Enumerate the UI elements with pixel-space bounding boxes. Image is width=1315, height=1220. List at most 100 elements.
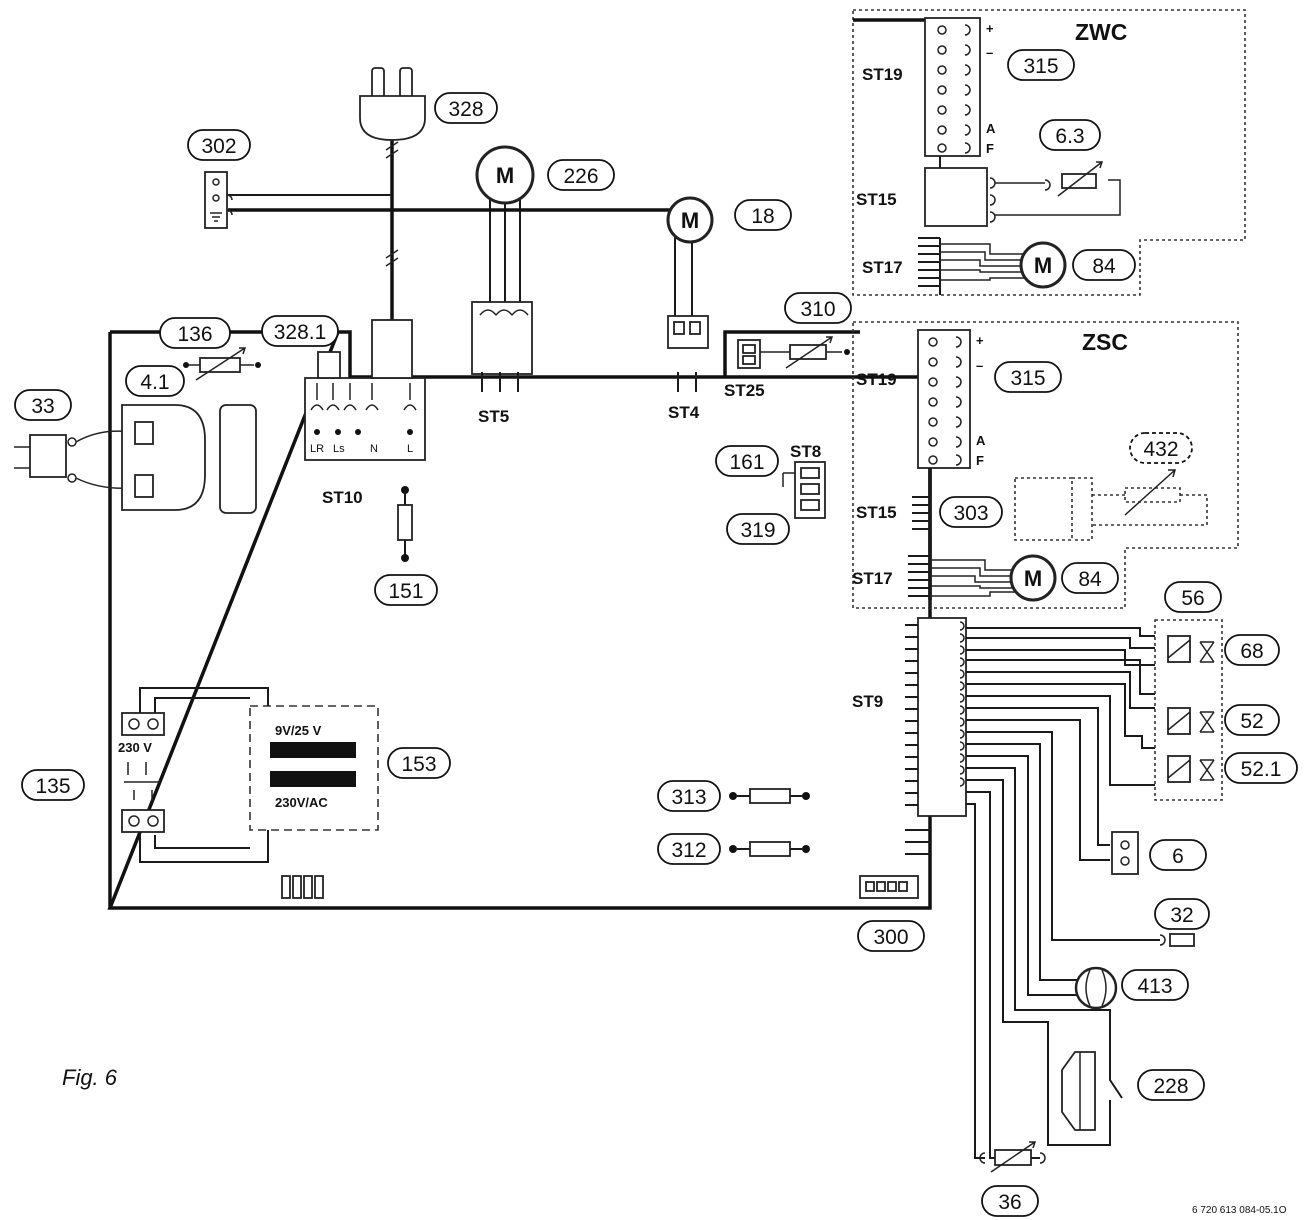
label-st8: ST8: [790, 442, 821, 461]
zwc-pin-a: A: [986, 121, 996, 136]
pump-motor-226: M: [475, 145, 535, 205]
callout-6: 6: [1149, 839, 1207, 871]
label-st5: ST5: [478, 407, 509, 426]
callout-312: 312: [657, 833, 721, 865]
callout-32: 32: [1154, 898, 1210, 930]
callout-84-zsc: 84: [1061, 562, 1119, 594]
label-module-zsc: ZSC: [1082, 329, 1128, 355]
fuse-312: [729, 841, 810, 857]
svg-text:300: 300: [873, 926, 908, 949]
svg-text:52.1: 52.1: [1241, 758, 1282, 781]
transformer-bottom-label: 230V/AC: [275, 795, 328, 810]
callout-153: 153: [387, 747, 451, 779]
svg-text:315: 315: [1023, 55, 1058, 78]
svg-text:432: 432: [1143, 438, 1178, 461]
sensor-32: [1159, 933, 1195, 947]
svg-text:310: 310: [800, 298, 835, 321]
mains-plug: [359, 67, 426, 141]
sensor-6: [1111, 831, 1139, 875]
zsc-pin-a: A: [976, 433, 986, 448]
label-zsc-st19: ST19: [856, 370, 897, 389]
zwc-pin-minus: –: [986, 45, 993, 60]
figure-caption: Fig. 6: [62, 1065, 118, 1090]
label-zwc-st15: ST15: [856, 190, 897, 209]
label-st9: ST9: [852, 692, 883, 711]
module-zsc: + – A F M: [852, 321, 1239, 609]
callout-328: 328: [434, 92, 498, 124]
svg-text:6.3: 6.3: [1055, 125, 1084, 148]
svg-text:4.1: 4.1: [140, 371, 169, 394]
callout-328-1: 328.1: [261, 315, 339, 347]
motor-symbol-label: M: [496, 163, 514, 188]
fuse-151: [397, 486, 413, 562]
label-zsc-st17: ST17: [852, 569, 893, 588]
module-zwc: + – A F M: [852, 9, 1246, 296]
callout-52: 52: [1224, 704, 1280, 736]
pin-lr-label: LR: [310, 443, 324, 455]
motor-symbol-label: M: [681, 208, 699, 233]
svg-text:84: 84: [1078, 568, 1102, 591]
callout-18: 18: [734, 199, 792, 231]
component-4-1: [121, 404, 257, 514]
callout-228: 228: [1137, 1069, 1205, 1101]
figure-code: 6 720 613 084-05.1O: [1192, 1205, 1287, 1216]
pin-ls-label: Ls: [333, 443, 345, 455]
st9-harness: [966, 627, 1160, 1159]
svg-text:32: 32: [1170, 904, 1193, 927]
gas-valve-group: [1154, 619, 1223, 801]
earth-terminal: [204, 171, 233, 229]
callout-151: 151: [374, 574, 438, 606]
connector-300: [859, 875, 919, 899]
svg-text:302: 302: [201, 135, 236, 158]
callout-315-zwc: 315: [1007, 49, 1075, 81]
label-st10: ST10: [322, 488, 363, 507]
label-module-zwc: ZWC: [1075, 19, 1127, 45]
callout-135: 135: [21, 769, 85, 801]
callout-413: 413: [1121, 969, 1189, 1001]
connector-st9: [905, 617, 967, 855]
pin-l-label: L: [407, 443, 413, 455]
connector-st10: LR Ls N L: [304, 319, 426, 461]
connector-st4: [667, 315, 709, 392]
motor-18: M: [666, 196, 714, 244]
callout-68: 68: [1224, 634, 1280, 666]
callout-33: 33: [14, 389, 72, 421]
zwc-pin-f: F: [986, 141, 994, 156]
component-413: [1074, 966, 1118, 1010]
motor-symbol-label: M: [1034, 253, 1052, 278]
svg-text:56: 56: [1181, 587, 1204, 610]
svg-text:226: 226: [563, 165, 598, 188]
svg-text:84: 84: [1092, 255, 1116, 278]
sensor-36: [979, 1141, 1046, 1173]
sensor-136: [183, 347, 261, 381]
svg-text:228: 228: [1153, 1075, 1188, 1098]
svg-text:328.1: 328.1: [274, 321, 327, 344]
label-zsc-st15: ST15: [856, 503, 897, 522]
label-zwc-st19: ST19: [862, 65, 903, 84]
component-33: [14, 430, 133, 490]
callout-36: 36: [981, 1185, 1039, 1217]
fuse-313: [729, 788, 810, 804]
svg-text:151: 151: [388, 580, 423, 603]
callout-56: 56: [1164, 581, 1222, 613]
callout-300: 300: [857, 920, 925, 952]
connector-strip: [281, 875, 324, 899]
svg-text:52: 52: [1240, 710, 1263, 733]
sensor-310: [760, 336, 850, 369]
callout-4-1: 4.1: [125, 365, 185, 397]
pin-n-label: N: [370, 443, 378, 455]
zwc-pin-plus: +: [986, 21, 994, 36]
mains-switch: 230 V: [118, 712, 165, 833]
label-st4: ST4: [668, 403, 700, 422]
callout-303: 303: [939, 496, 1003, 528]
label-st25: ST25: [724, 381, 765, 400]
svg-text:413: 413: [1137, 975, 1172, 998]
motor-symbol-label: M: [1024, 566, 1042, 591]
callout-52-1: 52.1: [1224, 752, 1298, 784]
svg-text:6: 6: [1172, 845, 1184, 868]
svg-text:18: 18: [751, 205, 774, 228]
svg-text:33: 33: [31, 395, 54, 418]
transformer-153: 9V/25 V 230V/AC: [139, 687, 379, 863]
connector-st8: [782, 461, 826, 519]
